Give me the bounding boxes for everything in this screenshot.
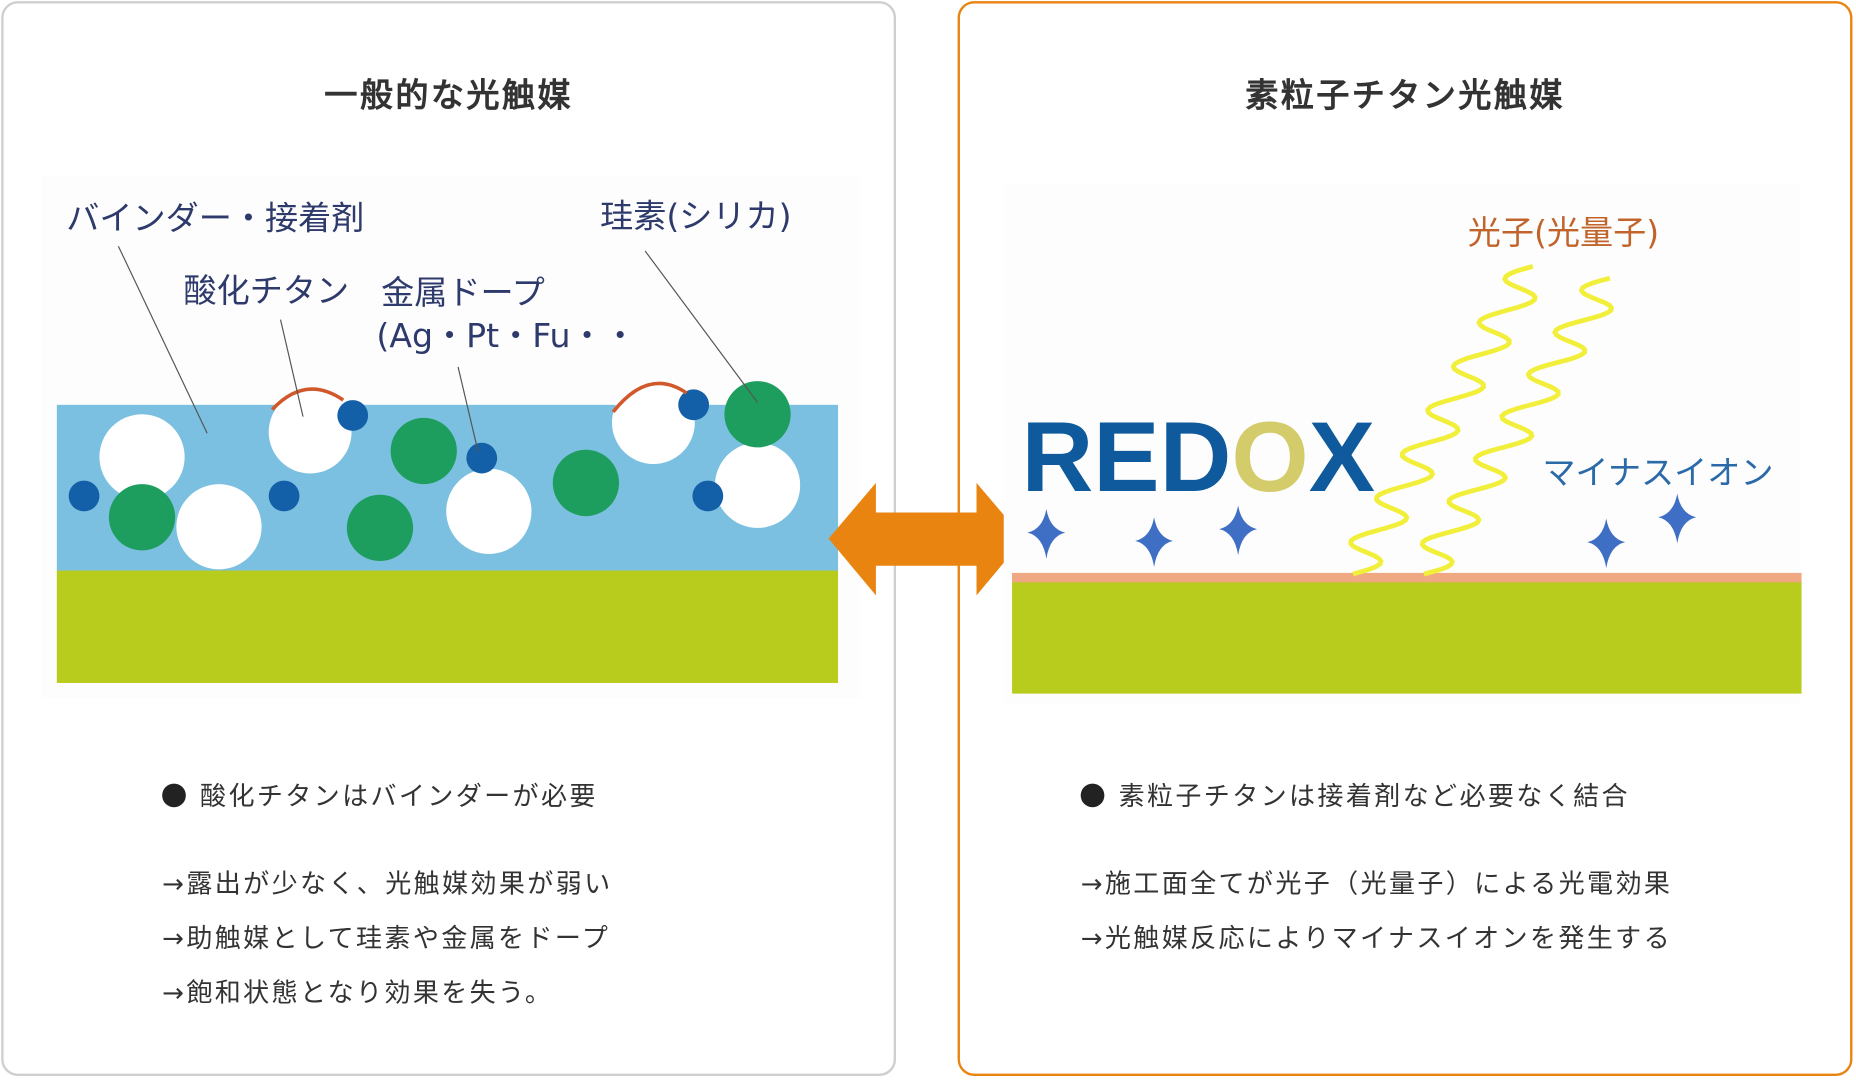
negative-ion-star-icon: [1027, 508, 1066, 559]
double-arrow-icon: [828, 482, 1024, 596]
detail-line: →助触媒として珪素や金属をドープ: [162, 924, 611, 955]
detail-line: →施工面全てが光子（光量子）による光電効果: [1080, 869, 1673, 900]
bullet-text: 酸化チタンはバインダーが必要: [200, 782, 598, 812]
silica-particle: [724, 381, 791, 448]
card-title: 素粒子チタン光触媒: [1245, 75, 1565, 115]
elementary-titanium-diagram: REDOX 光子(光量子) マイナスイオン: [1003, 183, 1802, 705]
negative-ion-label: マイナスイオン: [1542, 453, 1773, 492]
metal-particle: [678, 389, 710, 421]
negative-ion-star-icon: [1587, 518, 1626, 569]
detail-line: →光触媒反応によりマイナスイオンを発生する: [1080, 924, 1673, 955]
reaction-arc: [611, 381, 688, 414]
negative-ion-star-icon: [1219, 505, 1258, 556]
reaction-arc: [270, 387, 345, 411]
metal-particle: [68, 480, 100, 512]
photon-wave: [1419, 275, 1614, 577]
metal-particle: [337, 400, 369, 431]
photon-wave: [1348, 264, 1538, 577]
silica-particle: [390, 417, 457, 485]
silica-label: 珪素(シリカ): [600, 196, 791, 235]
titanium-oxide-particle: [176, 484, 262, 570]
titanium-oxide-particle: [268, 390, 352, 474]
titanium-oxide-particle: [99, 414, 185, 500]
bullet-item: 酸化チタンはバインダーが必要: [162, 775, 598, 813]
metal-particle: [466, 442, 498, 474]
negative-ion-star-icon: [1135, 517, 1174, 567]
negative-ion-star-icon: [1658, 493, 1697, 544]
metal-dope-label: 金属ドープ: [381, 273, 545, 312]
titanium-oxide-particle: [714, 442, 801, 528]
silica-particle: [108, 484, 176, 551]
detail-line: →飽和状態となり効果を失う。: [162, 978, 554, 1009]
metal-particle: [268, 480, 300, 512]
coating-layer: [1012, 572, 1802, 584]
binder-label: バインダー・接着剤: [66, 199, 364, 238]
bullet-text: 素粒子チタンは接着剤など必要なく結合: [1118, 782, 1630, 812]
silica-particle: [552, 449, 620, 517]
photon-label: 光子(光量子): [1468, 213, 1659, 252]
bullet-dot-icon: [162, 783, 186, 808]
substrate-layer: [1012, 582, 1802, 694]
titanium-oxide-particle: [611, 381, 695, 464]
logo-part: O: [1231, 402, 1308, 513]
logo-part: RED: [1022, 402, 1232, 513]
card-title: 一般的な光触媒: [324, 75, 573, 115]
substrate-layer: [56, 570, 839, 683]
detail-line: →露出が少なく、光触媒効果が弱い: [162, 869, 613, 900]
metal-particle: [692, 480, 724, 512]
silica-particle: [346, 494, 414, 562]
redox-logo: REDOX: [1022, 402, 1376, 513]
logo-part: X: [1309, 402, 1375, 513]
bullet-dot-icon: [1080, 783, 1105, 808]
general-photocatalyst-diagram: バインダー・接着剤 酸化チタン 金属ドープ (Ag・Pt・Fu・・ 珪素(シリカ…: [41, 175, 861, 699]
leader-lines: [117, 245, 759, 453]
titanium-oxide-label: 酸化チタン: [183, 271, 349, 310]
bullet-item: 素粒子チタンは接着剤など必要なく結合: [1080, 775, 1630, 813]
titanium-oxide-particle: [446, 468, 532, 554]
metal-list-label: (Ag・Pt・Fu・・: [376, 316, 636, 355]
